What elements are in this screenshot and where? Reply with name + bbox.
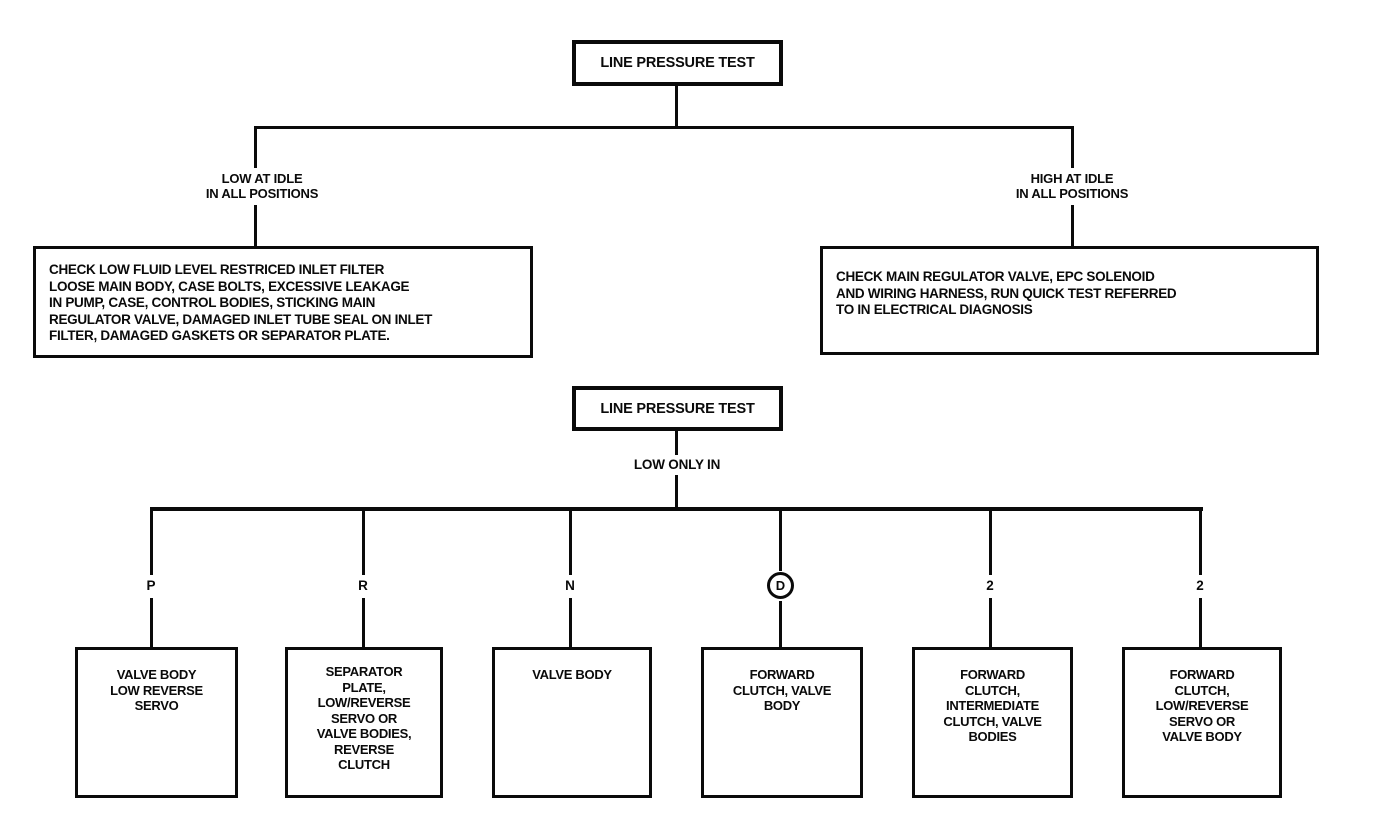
result-box-r: SEPARATOR PLATE, LOW/REVERSE SERVO OR VA… <box>285 647 443 798</box>
result-box-2b: FORWARD CLUTCH, LOW/REVERSE SERVO OR VAL… <box>1122 647 1282 798</box>
connector-bus-top <box>254 126 1074 129</box>
result-box-p: VALVE BODY LOW REVERSE SERVO <box>75 647 238 798</box>
connector-low-idle-upper <box>254 129 257 168</box>
branch-label-low-at-idle: LOW AT IDLE IN ALL POSITIONS <box>205 171 319 201</box>
connector-gear-r-lower <box>362 598 365 647</box>
connector-bus-bottom <box>150 507 1203 511</box>
diagnosis-box-high-at-idle-text: CHECK MAIN REGULATOR VALVE, EPC SOLENOID… <box>836 269 1177 317</box>
gear-label-d-circle: D <box>767 572 794 599</box>
root-box-label: LINE PRESSURE TEST <box>600 400 755 417</box>
connector-gear-2b-upper <box>1199 511 1202 575</box>
diagnosis-box-high-at-idle: CHECK MAIN REGULATOR VALVE, EPC SOLENOID… <box>820 246 1319 355</box>
connector-gear-r-upper <box>362 511 365 575</box>
connector-low-idle-lower <box>254 205 257 246</box>
connector-root2-down <box>675 431 678 455</box>
connector-root1-down <box>675 86 678 126</box>
root-box-line-pressure-test-1: LINE PRESSURE TEST <box>572 40 783 86</box>
gear-label-r: R <box>358 578 368 593</box>
gear-label-2b: 2 <box>1196 578 1204 593</box>
branch-label-high-at-idle: HIGH AT IDLE IN ALL POSITIONS <box>1015 171 1129 201</box>
root-box-line-pressure-test-2: LINE PRESSURE TEST <box>572 386 783 431</box>
result-box-n: VALVE BODY <box>492 647 652 798</box>
connector-gear-n-upper <box>569 511 572 575</box>
diagnosis-box-low-at-idle-text: CHECK LOW FLUID LEVEL RESTRICED INLET FI… <box>49 262 433 343</box>
result-box-d: FORWARD CLUTCH, VALVE BODY <box>701 647 863 798</box>
connector-gear-p-upper <box>150 511 153 575</box>
connector-high-idle-lower <box>1071 205 1074 246</box>
gear-label-p: P <box>146 578 156 593</box>
gear-label-2a: 2 <box>986 578 994 593</box>
condition-label-low-only-in: LOW ONLY IN <box>633 457 721 472</box>
connector-gear-n-lower <box>569 598 572 647</box>
connector-condition-down <box>675 475 678 507</box>
connector-gear-p-lower <box>150 598 153 647</box>
connector-gear-2b-lower <box>1199 598 1202 647</box>
result-box-2a: FORWARD CLUTCH, INTERMEDIATE CLUTCH, VAL… <box>912 647 1073 798</box>
root-box-label: LINE PRESSURE TEST <box>600 55 755 71</box>
connector-gear-2a-lower <box>989 598 992 647</box>
connector-high-idle-upper <box>1071 129 1074 168</box>
connector-gear-2a-upper <box>989 511 992 575</box>
connector-gear-d-upper <box>779 511 782 571</box>
diagnosis-box-low-at-idle: CHECK LOW FLUID LEVEL RESTRICED INLET FI… <box>33 246 533 358</box>
connector-gear-d-lower <box>779 601 782 647</box>
gear-label-n: N <box>565 578 575 593</box>
